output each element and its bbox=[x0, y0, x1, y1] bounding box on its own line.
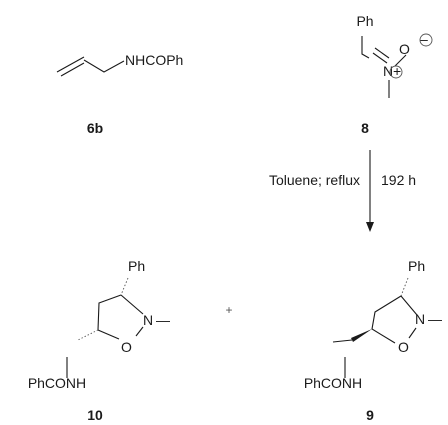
hashed-ph-bond bbox=[400, 277, 409, 297]
hashed-ph-bond bbox=[120, 277, 129, 296]
compound-8: Ph O – N + 8 bbox=[356, 13, 433, 136]
minus-charge-circle bbox=[419, 33, 433, 47]
compound-6b-label: 6b bbox=[87, 120, 103, 136]
n-o-bond bbox=[408, 327, 417, 339]
nitrone-nitrogen-label: N bbox=[383, 63, 393, 79]
compound-8-label: 8 bbox=[361, 120, 369, 136]
amide-label: PhCONH bbox=[304, 375, 362, 391]
phenyl-label: Ph bbox=[408, 258, 425, 274]
nitrone-oxygen-label: O bbox=[399, 41, 410, 57]
ring-oxygen-label: O bbox=[398, 339, 409, 355]
reaction-arrow: Toluene; reflux 192 h bbox=[269, 150, 416, 232]
arrow-head bbox=[366, 222, 374, 232]
nhcoph-label: NHCOPh bbox=[125, 52, 183, 68]
compound-6b: NHCOPh 6b bbox=[56, 52, 183, 136]
n-o-bond bbox=[135, 326, 144, 337]
wedge-bond bbox=[351, 329, 372, 342]
alkyl-chain bbox=[83, 59, 125, 73]
ch2-ch-double-bond bbox=[372, 47, 390, 64]
ring-nitrogen-label: N bbox=[415, 311, 425, 327]
amide-label: PhCONH bbox=[28, 375, 86, 391]
n-o-bond bbox=[394, 54, 407, 67]
minus-charge: – bbox=[420, 31, 428, 47]
compound-10: Ph N — O PhCONH 10 bbox=[28, 258, 170, 423]
sidechain-bond bbox=[332, 339, 353, 343]
n-methyl-bond: — bbox=[156, 312, 170, 328]
plus-charge: + bbox=[393, 63, 401, 79]
n-methyl-bond: — bbox=[428, 311, 442, 327]
ring-nitrogen-label: N bbox=[143, 312, 153, 328]
reaction-time: 192 h bbox=[381, 172, 416, 188]
ring-bonds bbox=[97, 294, 144, 340]
plus-charge-circle bbox=[389, 65, 403, 79]
compound-10-label: 10 bbox=[87, 407, 103, 423]
reaction-conditions: Toluene; reflux bbox=[269, 172, 360, 188]
alkene-double-bond bbox=[56, 56, 85, 77]
phenyl-label: Ph bbox=[128, 258, 145, 274]
ring-bonds bbox=[371, 295, 418, 344]
compound-9: Ph N — O PhCONH 9 bbox=[304, 258, 442, 423]
plus-sign: + bbox=[225, 303, 232, 317]
hashed-sidechain-bond bbox=[77, 329, 99, 341]
ring-oxygen-label: O bbox=[121, 339, 132, 355]
compound-9-label: 9 bbox=[366, 407, 374, 423]
phenyl-label: Ph bbox=[356, 13, 373, 29]
ph-ch2-bond bbox=[361, 36, 370, 59]
